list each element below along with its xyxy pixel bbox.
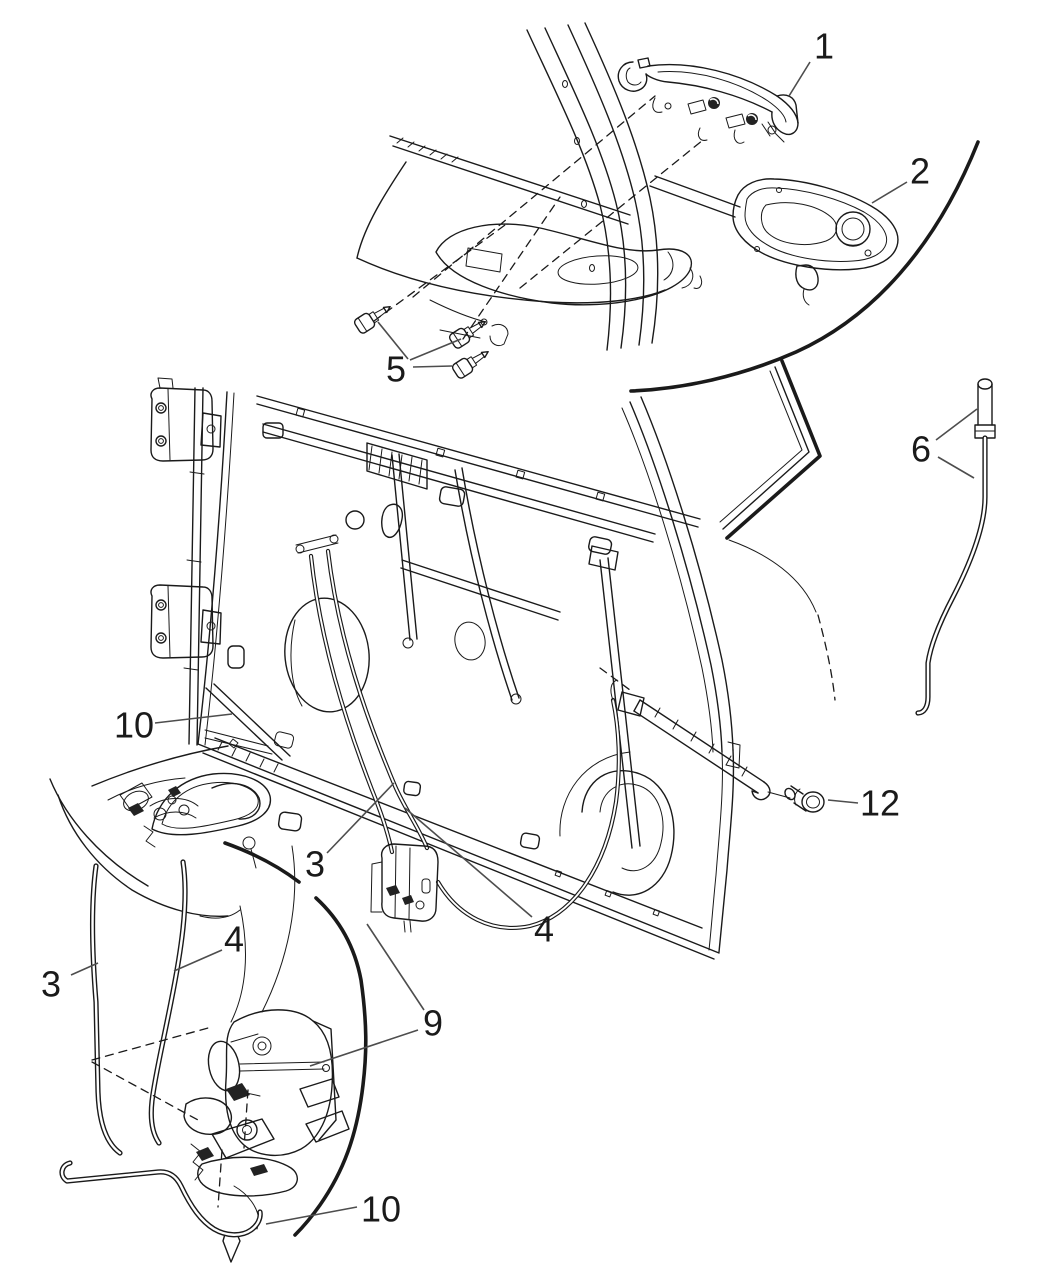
callout-label-10-4: 10: [114, 705, 154, 746]
callout-label-12-6: 12: [860, 783, 900, 824]
door-latch-detail: [59, 841, 368, 1263]
callout-label-1-0: 1: [814, 26, 834, 67]
callout-leader-1: [788, 61, 811, 97]
lock-knob-rod: [728, 378, 996, 716]
handle-gasket: [732, 178, 899, 306]
callout-leader-5: [377, 321, 409, 360]
callout-label-4-9: 4: [224, 919, 244, 960]
exterior-door-handle: [617, 57, 799, 144]
door-inner-panel: [150, 359, 822, 960]
callout-leader-5: [412, 365, 453, 368]
callout-leader-2: [871, 181, 908, 204]
upper-door-frame: [356, 22, 741, 351]
callout-leader-10: [154, 713, 233, 724]
callout-leader-9: [366, 923, 425, 1011]
lock-cylinder-bolt: [784, 785, 825, 813]
mounting-bolts: [353, 305, 489, 379]
callout-label-4-7: 4: [534, 909, 554, 950]
callout-leader-4: [404, 807, 533, 918]
callout-leader-3: [326, 782, 395, 854]
callout-leader-6: [935, 408, 978, 441]
callout-label-3-8: 3: [41, 964, 61, 1005]
callout-label-9-10: 9: [423, 1003, 443, 1044]
interior-handle-sketch: [49, 745, 296, 1156]
lock-link-bar: [599, 667, 791, 801]
callout-leader-10: [265, 1206, 358, 1225]
callout-leader-5: [409, 338, 462, 361]
callout-leader-4: [173, 949, 223, 972]
callout-label-5-2: 5: [386, 349, 406, 390]
callout-leader-6: [937, 456, 975, 479]
callout-leader-12: [827, 799, 859, 804]
latch-rods: [295, 534, 621, 930]
callout-label-10-11: 10: [361, 1189, 401, 1230]
callout-leader-9: [309, 1029, 419, 1067]
callout-label-6-3: 6: [911, 429, 931, 470]
detail-arc-top: [629, 140, 980, 393]
callout-label-3-5: 3: [305, 844, 325, 885]
callout-label-2-1: 2: [910, 151, 930, 192]
callout-leader-3: [70, 962, 99, 976]
door-latch-in-door: [370, 843, 439, 933]
